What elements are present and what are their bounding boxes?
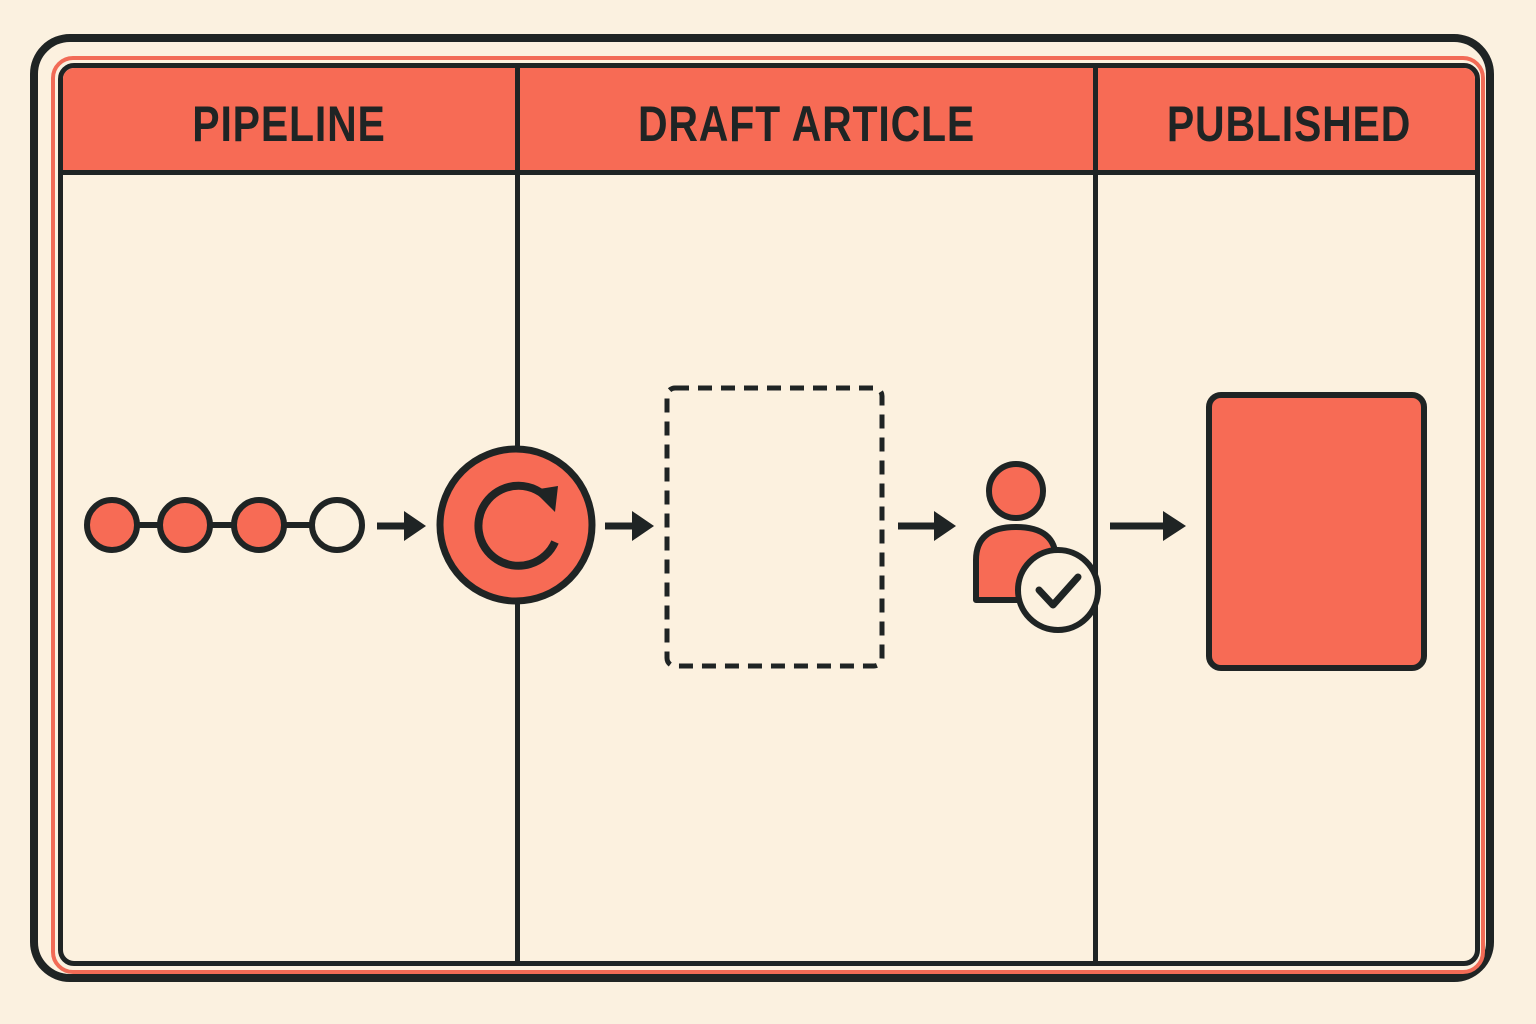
refresh-cycle-icon [436,445,596,605]
user-approved-icon [973,461,1101,633]
accent-border [51,56,1485,974]
dashed-document-placeholder [664,385,885,669]
header-band [63,68,1475,175]
arrow-right-icon [1110,511,1186,541]
filled-document-card [1206,392,1427,671]
arrow-right-icon [377,511,426,541]
column-title-published: PUBLISHED [1166,96,1412,152]
column-divider-2 [1093,68,1098,961]
queue-dots-icon [84,497,365,553]
column-title-pipeline: PIPELINE [192,96,386,152]
kanban-board: PIPELINE DRAFT ARTICLE PUBLISHED [58,63,1480,966]
column-title-draft-article: DRAFT ARTICLE [637,96,976,152]
arrow-right-icon [605,511,654,541]
arrow-right-icon [898,511,956,541]
